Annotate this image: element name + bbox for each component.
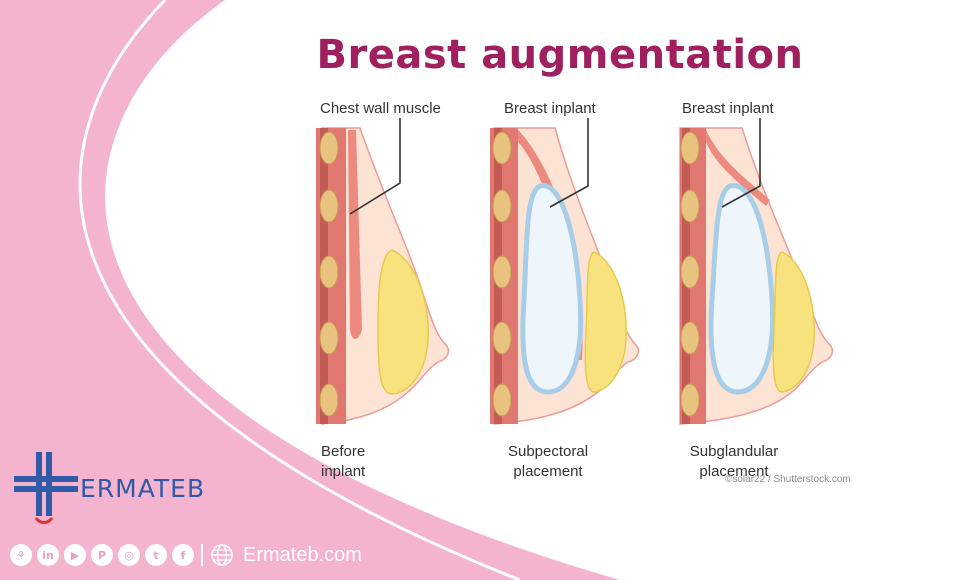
share-icon[interactable]: ⚘ bbox=[10, 544, 32, 566]
caption-line-2: placement bbox=[513, 463, 583, 480]
caption-before-implant: Before inplant bbox=[321, 442, 365, 482]
muscle-subglandular bbox=[706, 130, 770, 206]
label-chest-wall-muscle: Chest wall muscle bbox=[320, 100, 441, 117]
caption-line-2: placement bbox=[699, 463, 769, 480]
implant-subglandular bbox=[708, 183, 776, 395]
label-breast-implant-subpectoral: Breast inplant bbox=[504, 100, 596, 117]
ermateb-logo-icon bbox=[14, 452, 78, 524]
pointer-line-subpectoral bbox=[549, 118, 589, 208]
diagram-subglandular bbox=[679, 118, 834, 425]
separator bbox=[201, 544, 203, 566]
caption-subglandular: Subglandular placement bbox=[684, 442, 784, 482]
fat-gland-before bbox=[377, 249, 429, 395]
chest-muscle-before bbox=[348, 130, 362, 339]
youtube-icon[interactable]: ▶ bbox=[64, 544, 86, 566]
brand-name: ERMATEB bbox=[80, 474, 206, 503]
caption-line-2: inplant bbox=[321, 463, 366, 480]
white-curve-line bbox=[78, 0, 521, 580]
caption-line-1: Subpectoral bbox=[507, 443, 589, 460]
fat-gland-subpectoral bbox=[584, 251, 627, 393]
linkedin-icon[interactable]: in bbox=[37, 544, 59, 566]
pointer-line-before bbox=[349, 118, 401, 215]
fat-gland-subglandular bbox=[772, 251, 815, 393]
website-link[interactable]: Ermateb.com bbox=[243, 543, 362, 566]
pink-swoosh-background bbox=[0, 0, 620, 580]
implant-subpectoral bbox=[520, 183, 584, 395]
twitter-icon[interactable]: t bbox=[145, 544, 167, 566]
pinterest-icon[interactable]: P bbox=[91, 544, 113, 566]
pointer-line-subglandular bbox=[721, 118, 761, 208]
caption-line-1: Before bbox=[321, 443, 366, 460]
facebook-icon[interactable]: f bbox=[172, 544, 194, 566]
globe-icon[interactable] bbox=[210, 543, 234, 567]
diagram-before-implant bbox=[316, 118, 450, 425]
page-title: Breast augmentation bbox=[316, 32, 804, 78]
caption-subpectoral: Subpectoral placement bbox=[500, 442, 596, 482]
caption-line-1: Subglandular bbox=[689, 443, 779, 460]
diagram-subpectoral bbox=[490, 118, 640, 425]
label-breast-implant-subglandular: Breast inplant bbox=[682, 100, 774, 117]
social-bar: ⚘ in ▶ P ◎ t f Ermateb.com bbox=[10, 543, 362, 567]
instagram-icon[interactable]: ◎ bbox=[118, 544, 140, 566]
image-credit: ©solar22 / Shutterstock.com bbox=[725, 474, 851, 485]
